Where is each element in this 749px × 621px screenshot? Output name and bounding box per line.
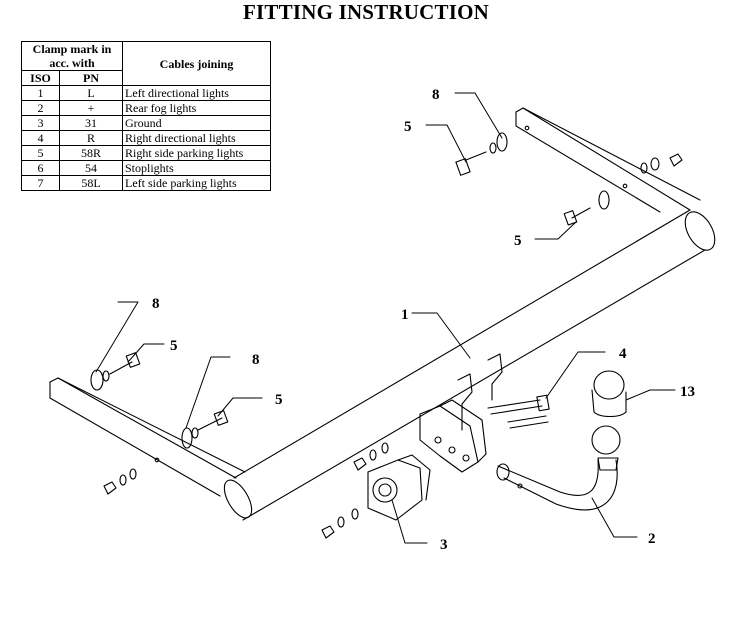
- callout-8-top: 8: [432, 87, 440, 103]
- crossbar-tube: [223, 209, 716, 521]
- cable-cell: Right directional lights: [122, 130, 271, 146]
- fastener-set-right-top: [455, 132, 508, 176]
- callout-5-right: 5: [514, 233, 522, 249]
- callout-8-mid: 8: [252, 352, 260, 368]
- pn-cell: 31: [59, 115, 123, 131]
- cable-cell: Left side parking lights: [122, 175, 271, 191]
- table-row: 4 R Right directional lights: [21, 130, 271, 146]
- pn-header: PN: [59, 70, 123, 86]
- table-row: 3 31 Ground: [21, 115, 271, 131]
- clamp-mark-header: Clamp mark in acc. with: [21, 41, 123, 71]
- callout-1: 1: [401, 307, 409, 323]
- pn-cell: 54: [59, 160, 123, 176]
- cable-cell: Right side parking lights: [122, 145, 271, 161]
- wiring-legend-table: Clamp mark in acc. with Cables joining I…: [21, 41, 271, 191]
- fastener-set-left-top: [90, 352, 141, 391]
- callout-5-top: 5: [404, 119, 412, 135]
- callout-5-left: 5: [170, 338, 178, 354]
- fastener-set-left-nut: [103, 468, 137, 495]
- iso-cell: 7: [21, 175, 60, 191]
- table-row: 7 58L Left side parking lights: [21, 175, 271, 191]
- table-header-row: Clamp mark in acc. with Cables joining: [21, 41, 271, 86]
- ball-neck-part-2: [496, 425, 621, 511]
- ball-cap-part-13: [591, 370, 627, 418]
- fastener-set-right-nut: [640, 153, 683, 174]
- fastener-set-left-mid: [181, 410, 229, 449]
- bolts-part-4: [487, 394, 550, 429]
- fastener-set-centre-upper: [353, 442, 389, 471]
- fastener-set-centre-lower: [321, 508, 359, 539]
- right-side-bracket: [515, 107, 701, 213]
- cable-cell: Stoplights: [122, 160, 271, 176]
- callout-3: 3: [440, 537, 448, 553]
- pn-cell: 58L: [59, 175, 123, 191]
- cable-cell: Ground: [122, 115, 271, 131]
- central-mounting-plates: [419, 353, 503, 473]
- callout-2: 2: [648, 531, 656, 547]
- socket-plate-part-3: [367, 454, 431, 521]
- callout-4: 4: [619, 346, 627, 362]
- callout-13: 13: [680, 384, 695, 400]
- cables-joining-header: Cables joining: [122, 41, 271, 86]
- callout-5-mid: 5: [275, 392, 283, 408]
- callout-leader-lines: [95, 92, 676, 544]
- fastener-set-right-mid: [563, 190, 610, 226]
- callout-8-left: 8: [152, 296, 160, 312]
- table-row: 6 54 Stoplights: [21, 160, 271, 176]
- page-title: FITTING INSTRUCTION: [243, 0, 489, 24]
- left-side-bracket: [49, 377, 246, 497]
